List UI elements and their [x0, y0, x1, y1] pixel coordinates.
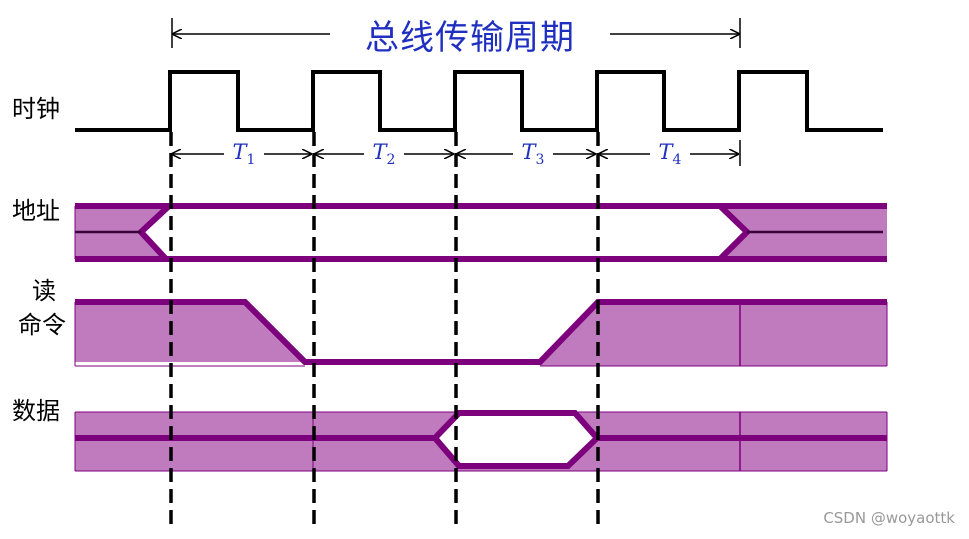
- watermark: CSDN @woyaottk: [823, 509, 955, 527]
- read-command-label-line2: 命令: [18, 311, 66, 339]
- read-command-signal: [74, 299, 888, 367]
- data-label: 数据: [12, 397, 60, 425]
- address-label: 地址: [12, 197, 60, 225]
- address-bus: [74, 203, 887, 262]
- data-bus: [74, 410, 888, 472]
- bus-cycle-title: 总线传输周期: [330, 10, 610, 59]
- phase-label-t3: T3: [513, 140, 553, 169]
- phase-label-t4: T4: [650, 140, 690, 169]
- clock-label: 时钟: [12, 95, 60, 123]
- clock-waveform: [75, 70, 883, 132]
- clock-edge-guides: [169, 132, 600, 528]
- phase-label-t2: T2: [364, 140, 404, 169]
- phase-label-t1: T1: [224, 140, 264, 169]
- read-command-label-line1: 读: [32, 277, 56, 305]
